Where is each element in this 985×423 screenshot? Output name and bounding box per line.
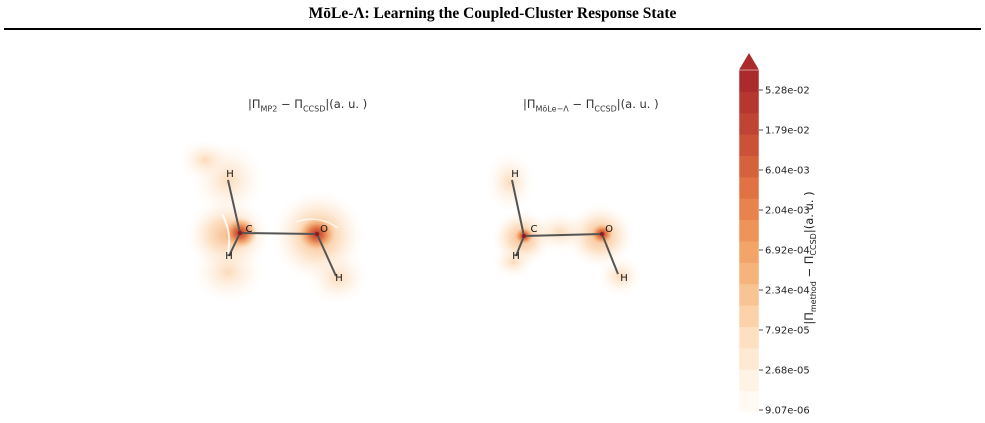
colorbar-segment [739,390,759,413]
atom-label: H [620,273,628,284]
colorbar-segment [739,155,759,178]
atom-label: O [320,224,328,235]
colorbar-tick-label: 9.07e-06 [765,406,810,417]
colorbar-extend-arrow [739,53,759,70]
colorbar-segment [739,112,759,135]
colorbar-segment [739,305,759,327]
colorbar-segment [739,283,759,306]
panel-title-mole: |ΠMōLe−Λ − ΠCCSD|(a. u. ) [523,97,659,114]
colorbar-segment [739,262,759,285]
colorbar-segment [739,134,759,156]
atom-label: H [226,169,234,180]
colorbar-segment [739,176,759,199]
header-rule [4,28,981,30]
molecule-mp2: H C O H H [225,169,343,284]
colorbar-segment [739,369,759,392]
colorbar-label: |Πmethod − ΠCCSD|(a. u. ) [801,191,819,325]
colorbar-segment [739,198,759,221]
molecule-mole: H C O H H [511,169,628,284]
colorbar-tick-label: 2.04e-03 [765,206,810,217]
panel-title-mp2: |ΠMP2 − ΠCCSD|(a. u. ) [248,97,368,114]
colorbar-segment [739,219,759,242]
atom-label: O [605,224,613,235]
density-map-mole [486,152,642,296]
colorbar-tick-label: 6.04e-03 [765,166,810,177]
atom-label: C [531,224,538,235]
colorbar-tick-label: 7.92e-05 [765,326,810,337]
atom-label: H [335,273,343,284]
colorbar-segment [739,70,759,92]
atom-label: H [225,251,233,262]
colorbar-segment [739,91,759,114]
colorbar-segment [739,326,759,349]
colorbar-tick-label: 1.79e-02 [765,126,810,137]
colorbar-tick-label: 2.68e-05 [765,366,810,377]
atom-label: H [512,251,520,262]
colorbar-segment [739,241,759,263]
page-header: MōLe-Λ: Learning the Coupled-Cluster Res… [308,5,677,22]
colorbar: 5.28e-02 1.79e-02 6.04e-03 2.04e-03 6.92e-04… [738,53,810,417]
colorbar-segment [739,347,759,370]
colorbar-tick-label: 5.28e-02 [765,86,810,97]
atom-label: H [511,169,519,180]
atom-label: C [246,224,253,235]
colorbar-tick-label: 2.34e-04 [765,286,810,297]
colorbar-tick-label: 6.92e-04 [765,246,810,257]
